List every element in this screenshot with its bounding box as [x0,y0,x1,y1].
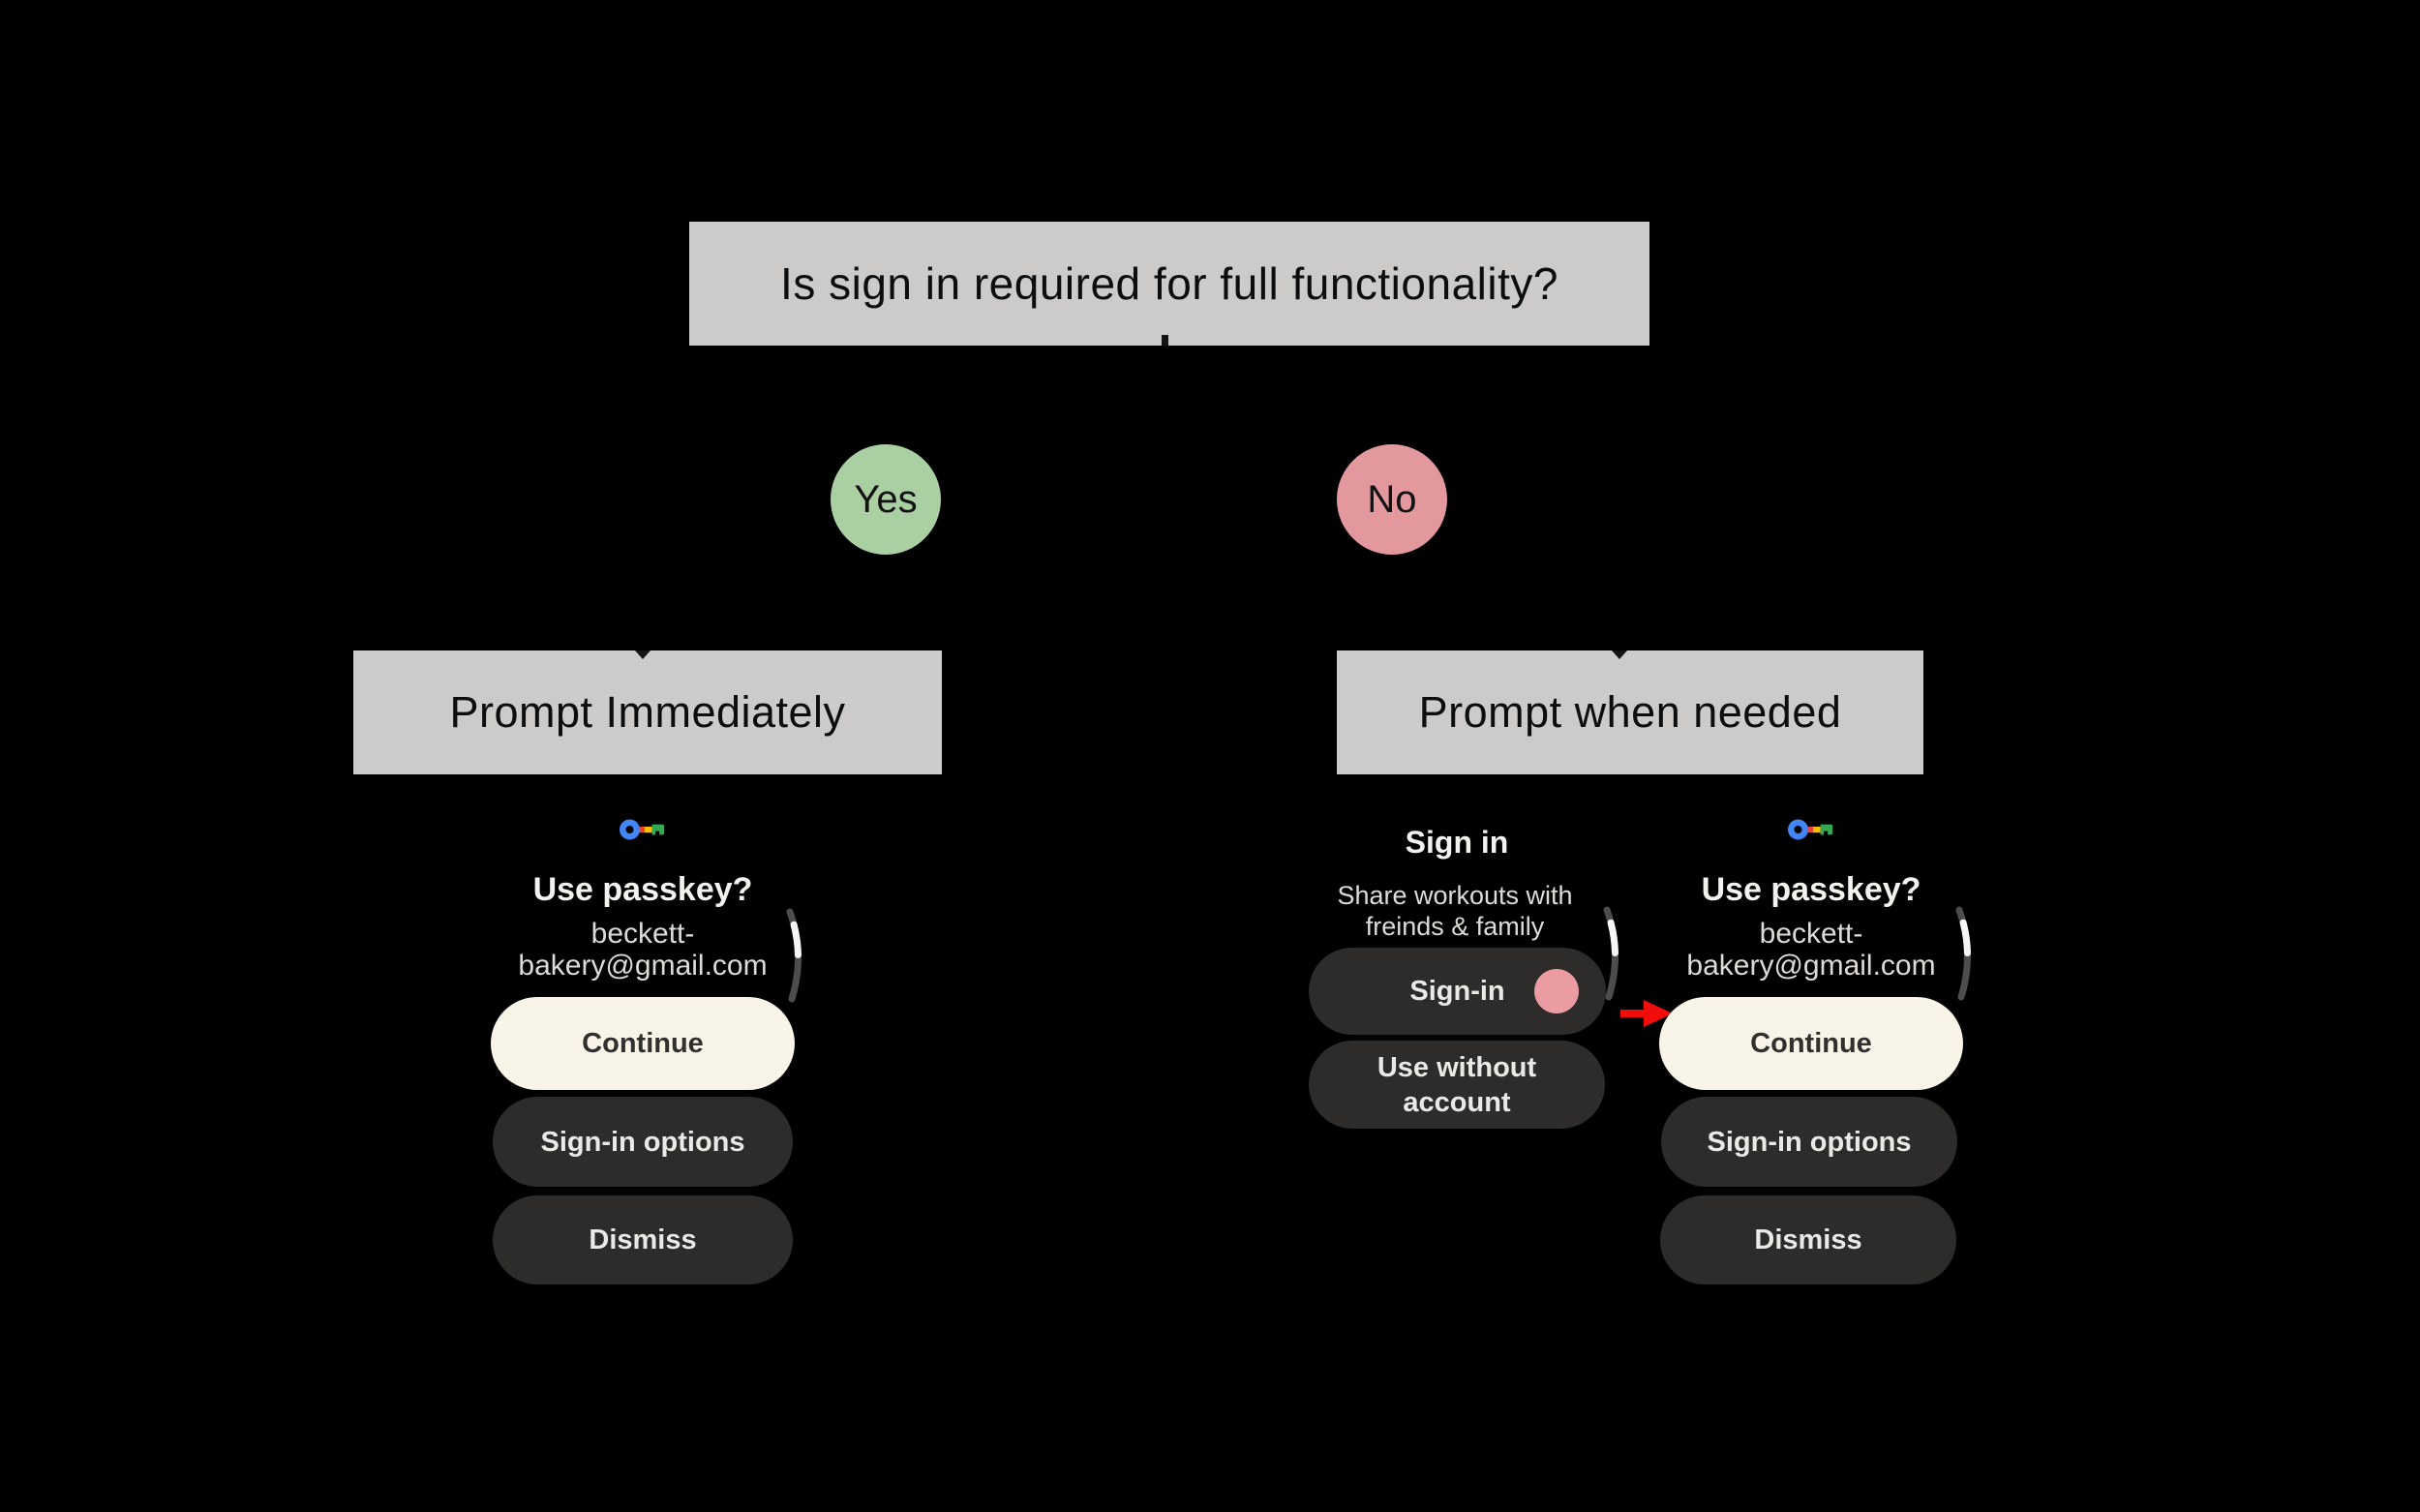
use-without-account-line1: Use without [1376,1051,1537,1083]
account-email-line1: beckett- [1759,918,1863,950]
flow-question-text: Is sign in required for full functionali… [780,258,1558,309]
outcome-box-prompt-when-needed: Prompt when needed [1337,650,1923,774]
dismiss-button-label: Dismiss [589,1225,697,1255]
continue-button-label: Continue [582,1028,704,1059]
scroll-position-indicator[interactable] [1951,906,1977,1001]
connector-stub [1612,650,1627,659]
connector-stub [1162,335,1168,346]
continue-button[interactable]: Continue [1659,997,1963,1090]
signin-dialog-title: Sign in [1405,825,1509,860]
continue-button-label: Continue [1750,1028,1872,1059]
signin-button-label: Sign-in [1409,976,1505,1007]
continue-button[interactable]: Continue [491,997,795,1090]
account-email-line2: bakery@gmail.com [1686,950,1936,982]
passkey-key-icon [620,819,665,840]
account-email-line1: beckett- [590,918,695,950]
signin-options-button-label: Sign-in options [1707,1126,1912,1158]
no-branch-circle: No [1337,444,1447,555]
flow-question-box: Is sign in required for full functionali… [689,222,1649,346]
connector-stub [635,650,650,659]
account-email-line2: bakery@gmail.com [518,950,768,982]
passkey-dialog-title: Use passkey? [532,871,753,908]
outcome-immediately-text: Prompt Immediately [449,687,846,737]
yes-label: Yes [854,477,918,521]
signin-subtitle-line1: Share workouts with [1337,881,1573,910]
use-without-account-button[interactable]: Use without account [1309,1041,1605,1129]
passkey-key-icon [1788,819,1833,840]
outcome-when-needed-text: Prompt when needed [1418,687,1842,737]
signin-subtitle-line2: freinds & family [1365,912,1545,941]
signin-options-button[interactable]: Sign-in options [1661,1097,1957,1187]
dismiss-button[interactable]: Dismiss [1660,1195,1956,1285]
scroll-position-indicator[interactable] [782,908,807,1003]
tap-indicator-dot [1534,969,1579,1013]
dismiss-button-label: Dismiss [1754,1225,1862,1255]
yes-branch-circle: Yes [831,444,941,555]
outcome-box-prompt-immediately: Prompt Immediately [353,650,942,774]
passkey-dialog-title: Use passkey? [1701,871,1921,908]
scroll-position-indicator[interactable] [1599,906,1624,1001]
red-arrow-icon [1620,1000,1673,1027]
dismiss-button[interactable]: Dismiss [493,1195,793,1285]
signin-options-button[interactable]: Sign-in options [493,1097,793,1187]
no-label: No [1367,477,1417,521]
signin-options-button-label: Sign-in options [540,1126,745,1158]
use-without-account-line2: account [1403,1086,1511,1118]
